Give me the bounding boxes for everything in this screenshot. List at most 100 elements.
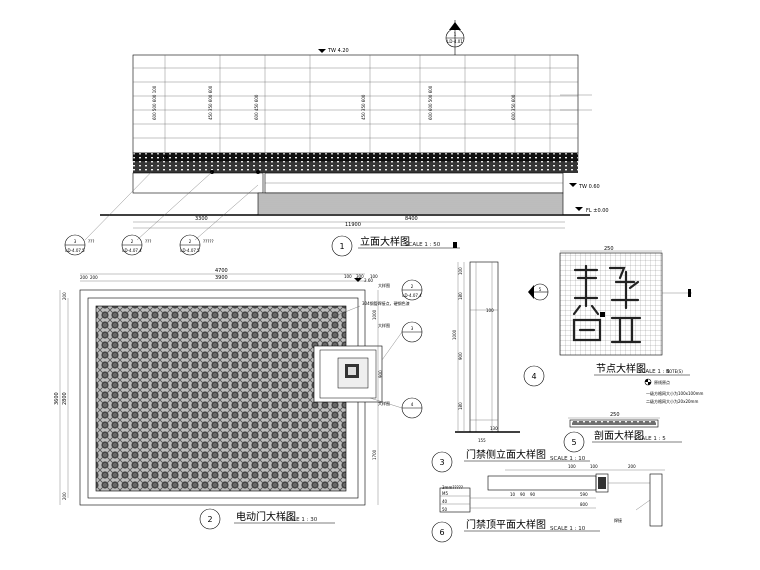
elev-mid-level: TW 0.60 <box>578 184 600 190</box>
elev-section-mark-num: 1 <box>454 32 457 37</box>
svg-text:2: 2 <box>411 284 414 289</box>
gate-detail-bubble-1: 3 <box>401 321 423 343</box>
node-origin-label: 原线原点 <box>654 379 670 385</box>
svg-text:LD-4.07.5: LD-4.07.5 <box>180 248 200 253</box>
elev-dim-2: 11900 <box>345 222 361 228</box>
node-note-1: 二级方格网大小为20x20mm <box>646 398 698 404</box>
gate-dim-top-2: 200 <box>80 275 88 280</box>
node-detail-drawing: 250 5 4 节点大样图 SCALE 1 : 5 NOTE(S) 原线原点 一… <box>523 246 704 404</box>
elev-section-mark-ref: LD-4.01 <box>447 39 463 44</box>
gate-dim-right-2: 1700 <box>372 449 377 460</box>
side-dim-3: 900 <box>458 352 463 360</box>
elev-detail-bubble-0: 3 LD-4.07.5 ??? <box>64 234 94 256</box>
side-dim-1: 180 <box>458 292 463 300</box>
elev-dim-0: 3300 <box>195 216 208 222</box>
elev-dim-1: 8400 <box>405 216 418 222</box>
section-dim: 250 <box>610 412 620 418</box>
side-dim-2: 1000 <box>452 329 457 340</box>
plan-dim-7: 90 <box>530 492 536 497</box>
elev-detail-bubble-1: 2 LD-4.07.4 ??? <box>121 234 151 256</box>
gate-dim-top-5: 300 <box>356 274 364 279</box>
elev-detail-bubble-2: 2 LD-4.07.5 ????? <box>179 234 214 256</box>
plan-title: 门禁顶平面大样图 <box>466 518 546 531</box>
gate-note-0: 大样图 <box>378 282 390 288</box>
svg-text:4: 4 <box>411 402 414 407</box>
svg-text:?????: ????? <box>203 239 214 244</box>
node-section-mark: 5 <box>539 287 542 292</box>
elev-ground-level: FL ±0.00 <box>586 208 609 214</box>
gate-scale: SCALE 1 : 30 <box>282 517 318 523</box>
gate-level-note: 3.60 <box>364 278 373 283</box>
plan-dim-4: 800 <box>580 502 588 507</box>
node-dim: 250 <box>604 246 614 252</box>
elev-number: 1 <box>339 242 344 251</box>
side-dim-4: 180 <box>458 402 463 410</box>
gate-dim-right-1: 1000 <box>372 309 377 320</box>
svg-text:???: ??? <box>145 239 151 244</box>
svg-text:3: 3 <box>411 326 414 331</box>
section-drawing: 250 5 剖面大样图 SCALE 1 : 5 <box>563 412 682 453</box>
gate-detail-bubble-2: 4 <box>401 397 423 419</box>
gate-dim-top-4: 100 <box>344 274 352 279</box>
gate-dim-top-0: 4700 <box>215 268 228 274</box>
side-dim-0: 100 <box>458 267 463 275</box>
side-title: 门禁侧立面大样图 <box>466 448 546 461</box>
gate-note-1: 大样图 <box>378 322 390 328</box>
gate-note-2: 大样图 <box>378 400 390 406</box>
section-title: 剖面大样图 <box>594 429 644 442</box>
svg-text:600 500 600 100: 600 500 600 100 <box>152 85 157 120</box>
svg-text:???: ??? <box>88 239 94 244</box>
section-number: 5 <box>571 438 576 447</box>
side-dim-6: 155 <box>478 438 486 443</box>
gate-dim-left-3: 200 <box>62 492 67 500</box>
plan-dim-5: 10 <box>510 492 516 497</box>
node-note-0: 一级方格网大小为100x100mm <box>646 390 704 396</box>
svg-text:600 600 500 600: 600 600 500 600 <box>428 85 433 120</box>
gate-drawing: 4700 3900 200 200 100 300 100 3600 2800 … <box>54 268 423 530</box>
plan-label-1: M5 <box>442 491 448 496</box>
node-number: 4 <box>531 372 536 381</box>
plan-weld: 焊接 <box>614 517 622 523</box>
plan-dim-6: 90 <box>520 492 526 497</box>
plan-label-2: 40 <box>442 499 448 504</box>
plan-scale: SCALE 1 : 10 <box>550 526 586 532</box>
node-scale: SCALE 1 : 5 <box>638 369 670 375</box>
plan-dim-3: 590 <box>580 492 588 497</box>
gate-dim-right-0: 900 <box>378 370 383 378</box>
side-dim-5: 130 <box>490 426 498 431</box>
svg-text:LD-4.07.5: LD-4.07.5 <box>65 248 85 253</box>
node-note-label: NOTE(S) <box>666 369 683 374</box>
elev-scale: SCALE 1 : 50 <box>405 242 441 248</box>
plan-label-3: 50 <box>442 507 448 512</box>
gate-title: 电动门大样图 <box>236 510 296 523</box>
plan-drawing: 100 100 200 590 800 10 90 90 3mm????? M5… <box>431 464 665 543</box>
side-number: 3 <box>439 458 444 467</box>
gate-dim-top-6: 100 <box>370 274 378 279</box>
plan-label-0: 3mm????? <box>442 485 463 490</box>
gate-dim-left-1: 2800 <box>62 392 68 405</box>
gate-dim-top-3: 200 <box>90 275 98 280</box>
gate-number: 2 <box>207 515 212 524</box>
section-scale: SCALE 1 : 5 <box>634 436 666 442</box>
svg-text:450 350 600: 450 350 600 <box>361 94 366 120</box>
svg-text:3: 3 <box>74 239 77 244</box>
gate-detail-bubble-0: 2 LD-4.07.4 <box>401 279 423 301</box>
svg-text:LD-4.07.4: LD-4.07.4 <box>122 248 142 253</box>
elevation-drawing: 600 500 600 100 450 350 600 600 600 450 … <box>64 20 609 257</box>
plan-number: 6 <box>439 528 444 537</box>
plan-dim-2: 200 <box>628 464 636 469</box>
gate-note-3: 304钢管焊接点，硬钢色漆 <box>362 300 410 306</box>
gate-dim-top-1: 3900 <box>215 275 228 281</box>
side-dim-0b: 100 <box>486 308 494 313</box>
svg-text:LD-4.07.4: LD-4.07.4 <box>402 293 422 298</box>
side-elevation-drawing: 100 180 1000 900 180 130 155 100 3 门禁侧立面… <box>431 261 590 473</box>
svg-text:450 350 600 600: 450 350 600 600 <box>208 85 213 120</box>
side-scale: SCALE 1 : 10 <box>550 456 586 462</box>
plan-dim-1: 100 <box>590 464 598 469</box>
gate-dim-left-2: 200 <box>62 292 67 300</box>
svg-text:600 450 600: 600 450 600 <box>254 94 259 120</box>
svg-text:2: 2 <box>189 239 192 244</box>
elev-title: 立面大样图 <box>360 235 410 248</box>
node-title: 节点大样图 <box>596 362 646 375</box>
